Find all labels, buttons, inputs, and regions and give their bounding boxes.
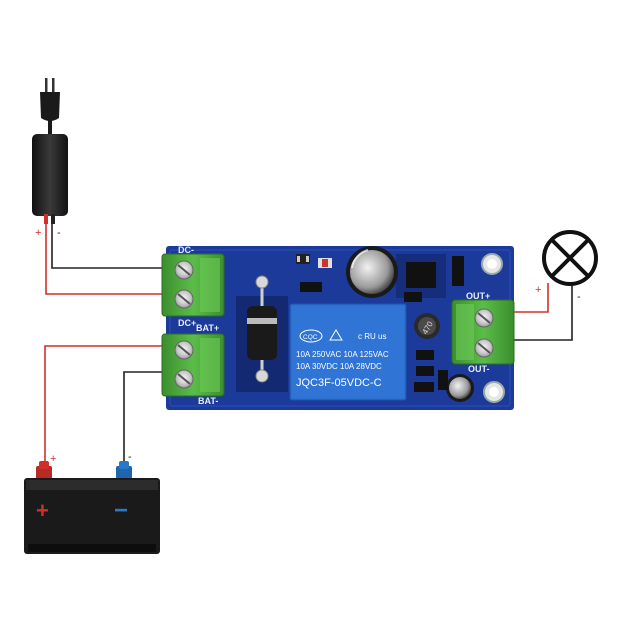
wire-dc-positive [45, 222, 165, 295]
battery-minus-wire-label: - [128, 451, 132, 463]
adapter-plus-label: + [35, 227, 41, 239]
pcb-board: DC- DC+ BAT+ BAT- OUT+ OUT- [161, 245, 515, 410]
relay-cert: c RU us [358, 332, 386, 341]
silk-dc-minus: DC- [178, 245, 194, 255]
lamp-symbol: + - [535, 230, 598, 303]
terminal-block-dc [161, 253, 225, 317]
silk-out-minus: OUT- [468, 364, 490, 374]
lamp-minus-label: - [577, 291, 581, 303]
battery-minus-symbol: − [114, 497, 128, 524]
resistors [414, 350, 448, 392]
battery-plus-symbol: + [36, 498, 49, 523]
silk-bat-plus: BAT+ [196, 323, 219, 333]
wire-out-positive [513, 283, 549, 313]
silk-bat-minus: BAT- [198, 396, 218, 406]
adapter-minus-label: - [57, 227, 61, 239]
battery: + - + − [24, 451, 160, 554]
power-adapter: + - [32, 78, 68, 239]
relay-model: JQC3F-05VDC-C [296, 377, 382, 389]
terminal-block-out [451, 299, 515, 365]
wire-bat-positive [44, 345, 165, 470]
battery-plus-wire-label: + [50, 453, 56, 465]
ic-chip [406, 262, 436, 288]
smd-components [296, 254, 464, 302]
adapter-body [32, 134, 68, 216]
relay-rating-1: 10A 250VAC 10A 125VAC [296, 350, 389, 359]
capacitor-large [346, 246, 398, 298]
wires [44, 222, 573, 470]
terminal-block-bat [161, 333, 225, 397]
lamp-plus-label: + [535, 284, 541, 296]
relay-rating-2: 10A 30VDC 10A 28VDC [296, 362, 382, 371]
capacitor-small [446, 374, 474, 402]
wire-bat-negative [123, 371, 165, 470]
diode [236, 275, 288, 392]
wire-dc-negative [51, 222, 165, 269]
wire-out-negative [513, 283, 573, 341]
inductor: 470 [414, 313, 440, 339]
silk-out-plus: OUT+ [466, 291, 490, 301]
relay-logo: CQC [303, 334, 318, 341]
battery-body [24, 478, 160, 554]
silk-dc-plus: DC+ [178, 318, 196, 328]
relay-body [289, 303, 407, 401]
relay: CQC c RU us 10A 250VAC 10A 125VAC 10A 30… [289, 303, 407, 401]
